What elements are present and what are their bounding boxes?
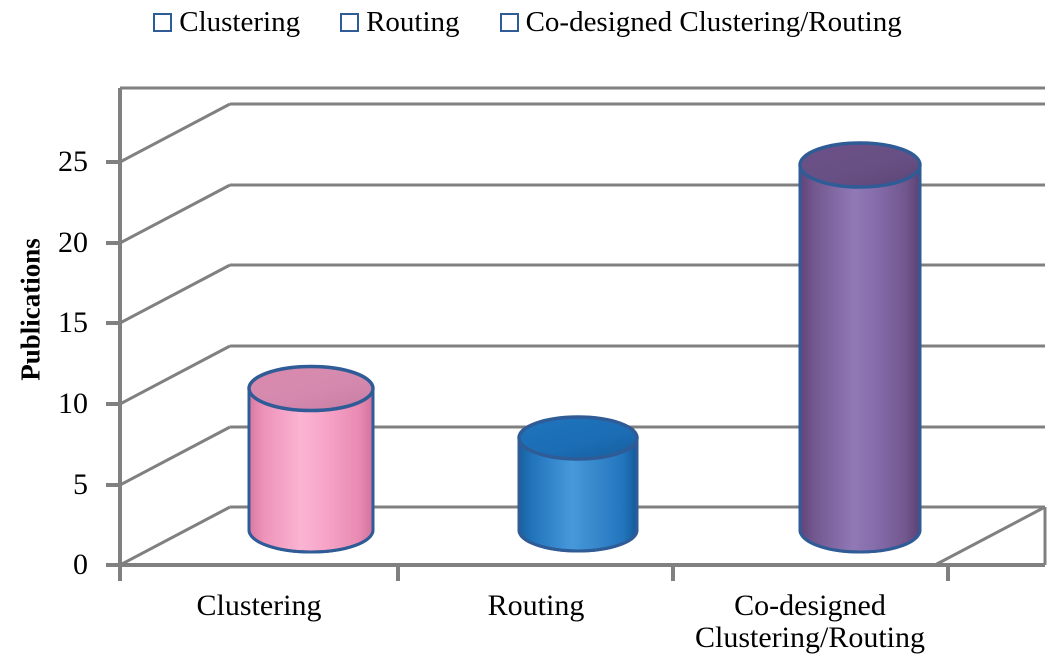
y-tick-label-15: 15 xyxy=(58,306,88,339)
x-tick-label-co-designed-line2: Clustering/Routing xyxy=(694,620,925,654)
y-tick-label-0: 0 xyxy=(73,548,88,581)
legend-swatch-routing-icon xyxy=(340,12,360,32)
x-tick-label-clustering: Clustering xyxy=(196,589,322,622)
legend-item-co-designed[interactable]: Co-designed Clustering/Routing xyxy=(499,5,902,38)
bar-clustering[interactable] xyxy=(247,364,375,554)
legend-label-co-designed: Co-designed Clustering/Routing xyxy=(525,5,902,38)
y-tick-label-10: 10 xyxy=(58,387,88,420)
legend-swatch-co-designed-icon xyxy=(499,12,519,32)
x-tick-label-co-designed: Co-designed Clustering/Routing xyxy=(690,590,930,653)
legend-swatch-clustering-icon xyxy=(153,12,173,32)
y-tick-label-20: 20 xyxy=(58,226,88,259)
x-tick-marks xyxy=(118,565,950,581)
y-tick-label-25: 25 xyxy=(58,145,88,178)
legend-item-routing[interactable]: Routing xyxy=(340,5,460,38)
legend-item-clustering[interactable]: Clustering xyxy=(153,5,301,38)
x-tick-label-routing: Routing xyxy=(487,589,585,622)
legend-label-routing: Routing xyxy=(366,5,460,38)
chart-legend: Clustering Routing Co-designed Clusterin… xyxy=(0,2,1055,42)
bar-co-designed[interactable] xyxy=(798,141,922,554)
legend-label-clustering: Clustering xyxy=(179,5,301,38)
bar-routing[interactable] xyxy=(517,415,639,553)
x-tick-label-co-designed-line1: Co-designed xyxy=(734,589,886,622)
floor-edges xyxy=(934,505,1047,567)
y-tick-marks xyxy=(106,160,120,567)
y-tick-label-5: 5 xyxy=(73,468,88,501)
depth-connectors xyxy=(119,102,231,567)
